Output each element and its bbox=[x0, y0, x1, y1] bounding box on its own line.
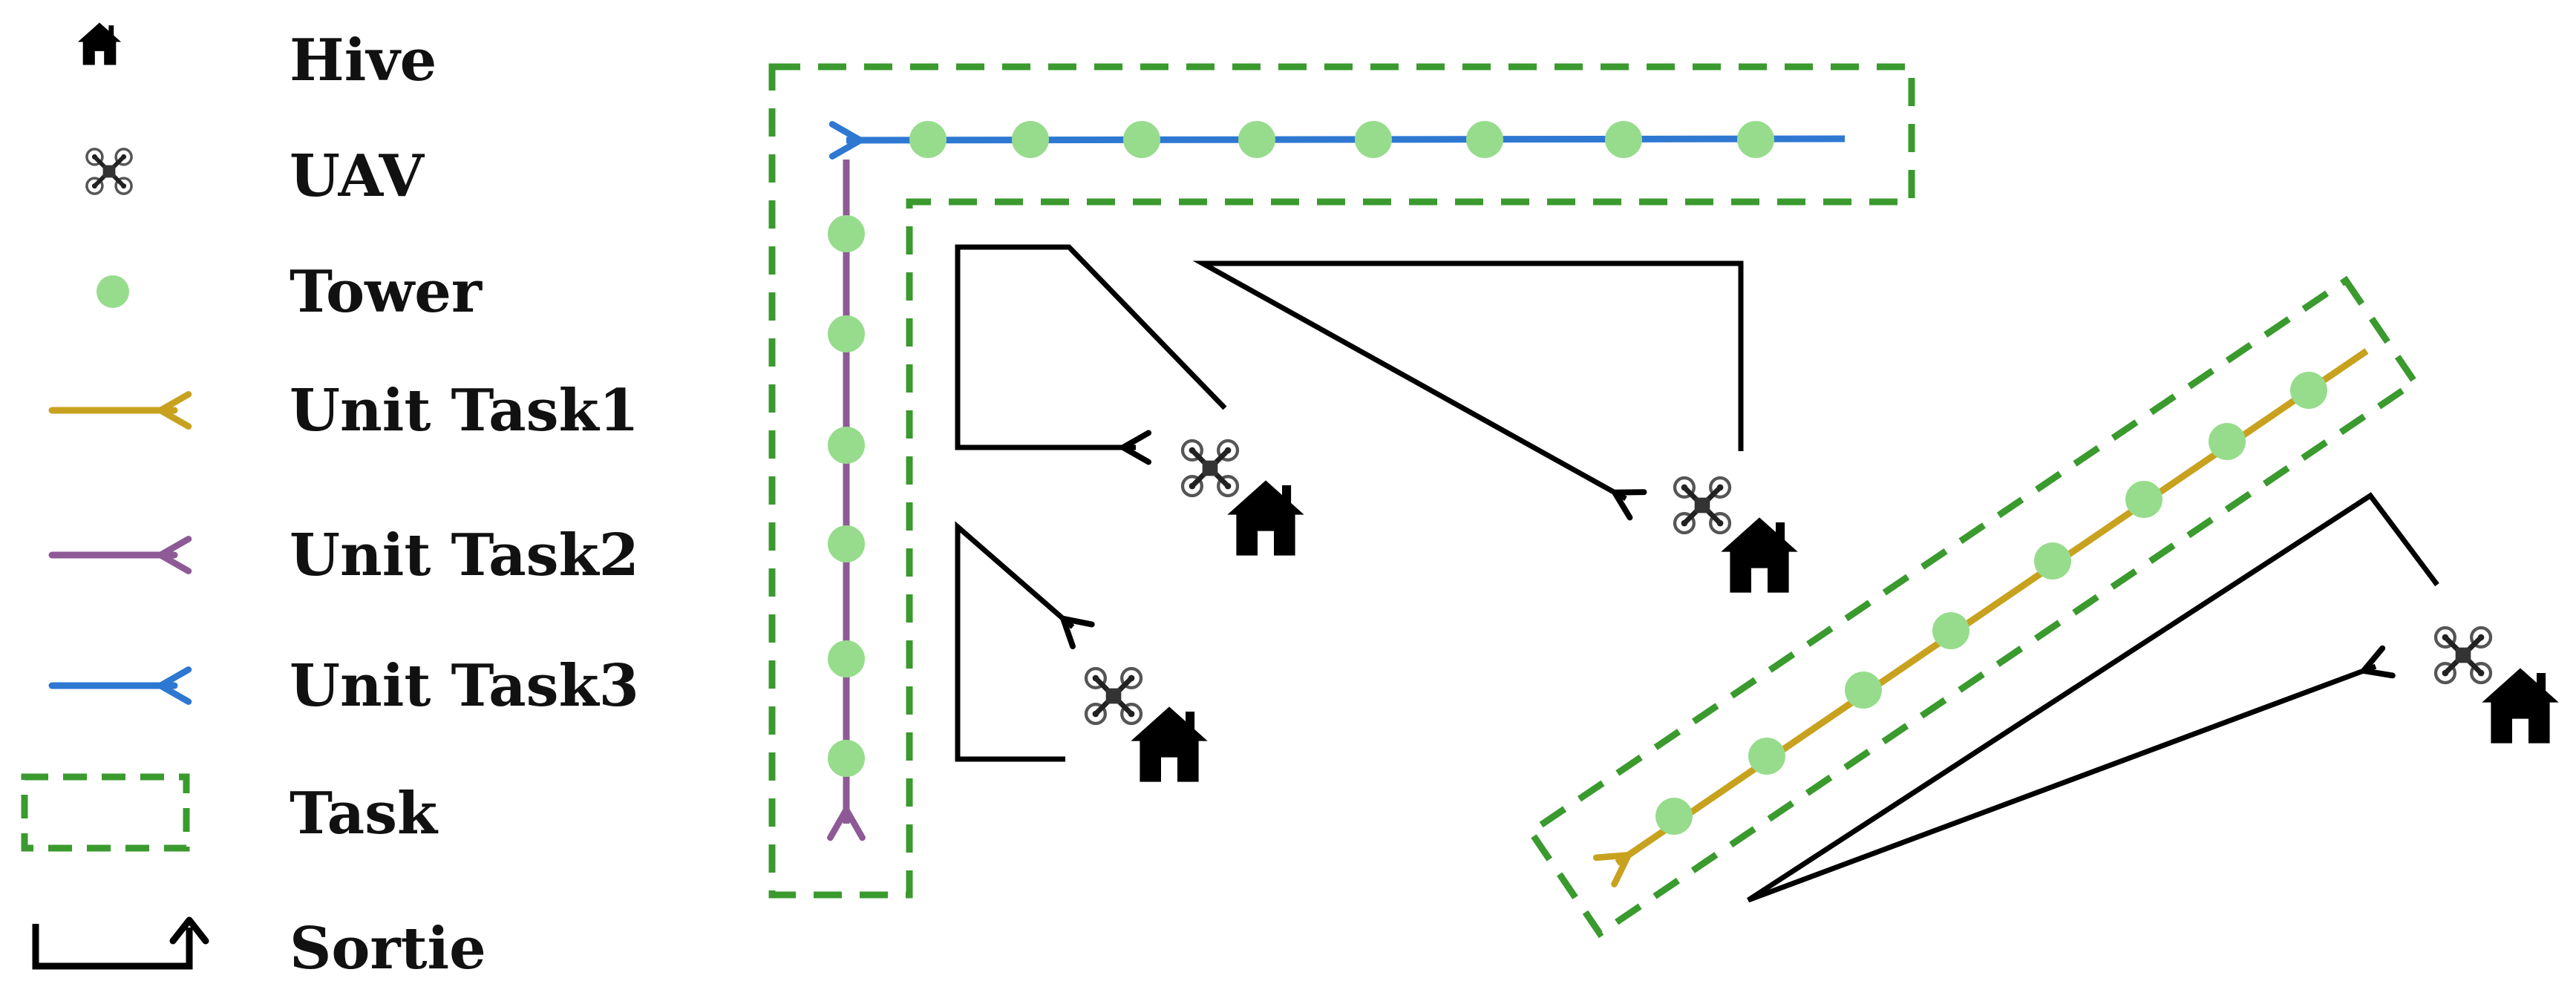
tower bbox=[828, 740, 865, 777]
hive-station-4 bbox=[2436, 628, 2559, 744]
sortie-route bbox=[1747, 492, 2439, 903]
legend-label-task: Task bbox=[290, 780, 439, 847]
legend-label-uav: UAV bbox=[290, 142, 425, 210]
drone-icon bbox=[87, 149, 131, 194]
tower bbox=[828, 315, 865, 352]
legend: Hive UAV Tower Unit Task1 Unit Task2 Uni… bbox=[21, 22, 639, 982]
legend-item-tower: Tower bbox=[97, 258, 483, 326]
drone-icon bbox=[1086, 669, 1141, 723]
sortie-route bbox=[1192, 260, 1744, 521]
legend-label-tower: Tower bbox=[290, 258, 483, 326]
sortie-route bbox=[955, 244, 1227, 465]
drone-icon bbox=[1675, 478, 1730, 533]
task-diagonal bbox=[1526, 275, 2420, 939]
drone-icon bbox=[2436, 628, 2491, 683]
unit-task3-path bbox=[828, 121, 1846, 160]
unit-task2-towers bbox=[828, 215, 865, 777]
legend-label-unit-task1: Unit Task1 bbox=[290, 377, 639, 444]
legend-item-hive: Hive bbox=[77, 22, 437, 94]
house-icon bbox=[2482, 668, 2559, 744]
legend-item-unit-task2: Unit Task2 bbox=[48, 522, 639, 589]
tower bbox=[1238, 121, 1275, 158]
unit-task1-path bbox=[1592, 348, 2369, 887]
legend-label-hive: Hive bbox=[290, 27, 437, 94]
dashed-rect-icon bbox=[21, 773, 190, 852]
tower bbox=[1012, 121, 1049, 158]
legend-item-sortie: Sortie bbox=[32, 915, 486, 982]
tower bbox=[1845, 672, 1882, 709]
drone-icon bbox=[1183, 441, 1238, 496]
legend-item-task: Task bbox=[21, 773, 439, 852]
legend-label-sortie: Sortie bbox=[290, 915, 486, 982]
tower bbox=[1748, 738, 1785, 775]
house-icon bbox=[1131, 706, 1208, 782]
house-icon bbox=[1721, 517, 1798, 593]
tower bbox=[1355, 121, 1392, 158]
tower bbox=[1605, 121, 1642, 158]
tower bbox=[2125, 481, 2163, 518]
dot-icon bbox=[97, 275, 129, 308]
task-boundary bbox=[1526, 275, 2420, 939]
unit-task1-towers bbox=[1655, 372, 2327, 835]
tower bbox=[828, 640, 865, 677]
unit-task3-towers bbox=[909, 121, 1774, 158]
tower bbox=[1932, 612, 1969, 649]
sorties bbox=[955, 244, 2439, 903]
tower bbox=[828, 427, 865, 464]
house-icon bbox=[77, 22, 122, 65]
task-boundary bbox=[768, 63, 1915, 899]
sortie-route bbox=[955, 521, 1095, 762]
task-l-shape bbox=[768, 63, 1915, 899]
tower bbox=[2209, 423, 2246, 460]
tower bbox=[909, 121, 947, 158]
legend-label-unit-task2: Unit Task2 bbox=[290, 522, 639, 589]
legend-item-uav: UAV bbox=[87, 142, 425, 210]
tower bbox=[1655, 798, 1693, 835]
tower bbox=[1466, 121, 1503, 158]
tower bbox=[1737, 121, 1774, 158]
legend-item-unit-task3: Unit Task3 bbox=[48, 652, 639, 720]
house-icon bbox=[1227, 480, 1304, 556]
tower bbox=[2034, 542, 2071, 580]
sortie-icon bbox=[32, 924, 193, 970]
tower bbox=[828, 525, 865, 562]
tower bbox=[1123, 121, 1160, 158]
legend-label-unit-task3: Unit Task3 bbox=[290, 652, 639, 720]
tower bbox=[2290, 372, 2327, 409]
tower bbox=[828, 215, 865, 252]
arrow-head-icon bbox=[169, 916, 209, 945]
legend-item-unit-task1: Unit Task1 bbox=[48, 377, 639, 444]
hive-station-1 bbox=[1183, 441, 1304, 556]
hive-station-2 bbox=[1086, 669, 1208, 782]
hive-station-3 bbox=[1675, 478, 1798, 593]
